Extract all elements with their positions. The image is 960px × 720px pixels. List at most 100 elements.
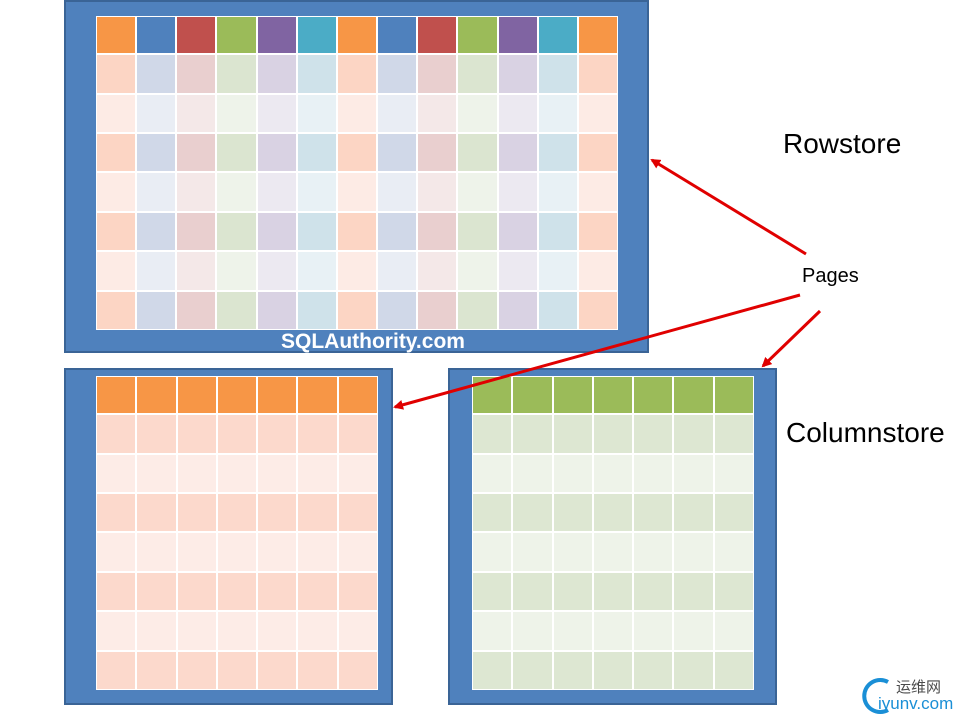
data-cell [457,172,498,212]
data-cell [136,133,177,173]
data-cell [257,414,298,454]
columnstore-grid-green [472,376,754,690]
data-cell [713,650,754,690]
data-cell [96,54,137,94]
data-cell [337,650,378,690]
data-cell [592,493,634,533]
data-cell [96,493,137,533]
data-cell [417,172,458,212]
data-cell [336,133,378,173]
data-cell [136,54,177,94]
header-cell [176,376,217,415]
data-cell [336,251,378,291]
data-cell [552,414,593,454]
data-cell [537,290,578,330]
data-cell [377,251,418,291]
columnstore-page-green [448,368,777,705]
data-cell [176,611,217,651]
data-cell [216,493,258,533]
data-cell [296,251,337,291]
data-cell [577,211,618,252]
data-cell [176,493,217,533]
header-cell [337,376,378,415]
data-cell [96,650,137,690]
data-cell [176,211,217,252]
data-cell [136,414,177,454]
data-cell [472,611,513,651]
logo-arc-icon [862,678,889,714]
data-cell [337,453,378,494]
data-cell [457,54,498,94]
header-cell [216,16,257,55]
data-cell [176,414,217,454]
data-cell [673,414,714,454]
data-cell [592,650,634,690]
data-cell [176,172,217,212]
data-cell [457,290,498,330]
header-cell [136,376,177,415]
data-cell [552,453,593,494]
data-cell [96,571,137,612]
header-cell [512,376,553,415]
data-cell [537,172,578,212]
data-cell [337,493,378,533]
data-cell [577,251,618,291]
data-cell [337,571,378,612]
data-cell [176,571,217,612]
data-cell [336,172,378,212]
data-cell [336,54,378,94]
data-cell [257,571,298,612]
data-cell [472,453,513,494]
header-cell [296,16,337,55]
data-cell [713,532,754,572]
data-cell [577,133,618,173]
data-cell [592,611,634,651]
header-cell [297,376,338,415]
columnstore-label: Columnstore [786,417,945,448]
data-cell [472,650,513,690]
rowstore-label: Rowstore [783,128,902,159]
data-cell [497,172,538,212]
data-cell [216,611,258,651]
rowstore-page [64,0,649,353]
data-cell [176,251,217,291]
data-cell [296,290,337,330]
data-cell [633,532,674,572]
header-cell [552,376,593,415]
data-cell [297,571,338,612]
data-cell [713,571,754,612]
data-cell [297,611,338,651]
data-cell [633,493,674,533]
data-cell [497,93,538,134]
data-cell [457,251,498,291]
header-cell [96,16,137,55]
data-cell [176,453,217,494]
data-cell [633,453,674,494]
data-cell [216,172,257,212]
data-cell [256,290,297,330]
data-cell [512,571,553,612]
data-cell [216,54,257,94]
data-cell [457,211,498,252]
data-cell [512,414,553,454]
data-cell [257,493,298,533]
data-cell [96,414,137,454]
data-cell [216,414,258,454]
header-cell [136,16,177,55]
data-cell [417,211,458,252]
data-cell [296,172,337,212]
data-cell [216,251,257,291]
data-cell [257,650,298,690]
data-cell [337,414,378,454]
data-cell [592,571,634,612]
data-cell [537,251,578,291]
data-cell [256,54,297,94]
data-cell [577,290,618,330]
header-cell [713,376,754,415]
data-cell [176,133,217,173]
data-cell [377,54,418,94]
data-cell [96,532,137,572]
data-cell [577,54,618,94]
data-cell [673,453,714,494]
data-cell [417,54,458,94]
